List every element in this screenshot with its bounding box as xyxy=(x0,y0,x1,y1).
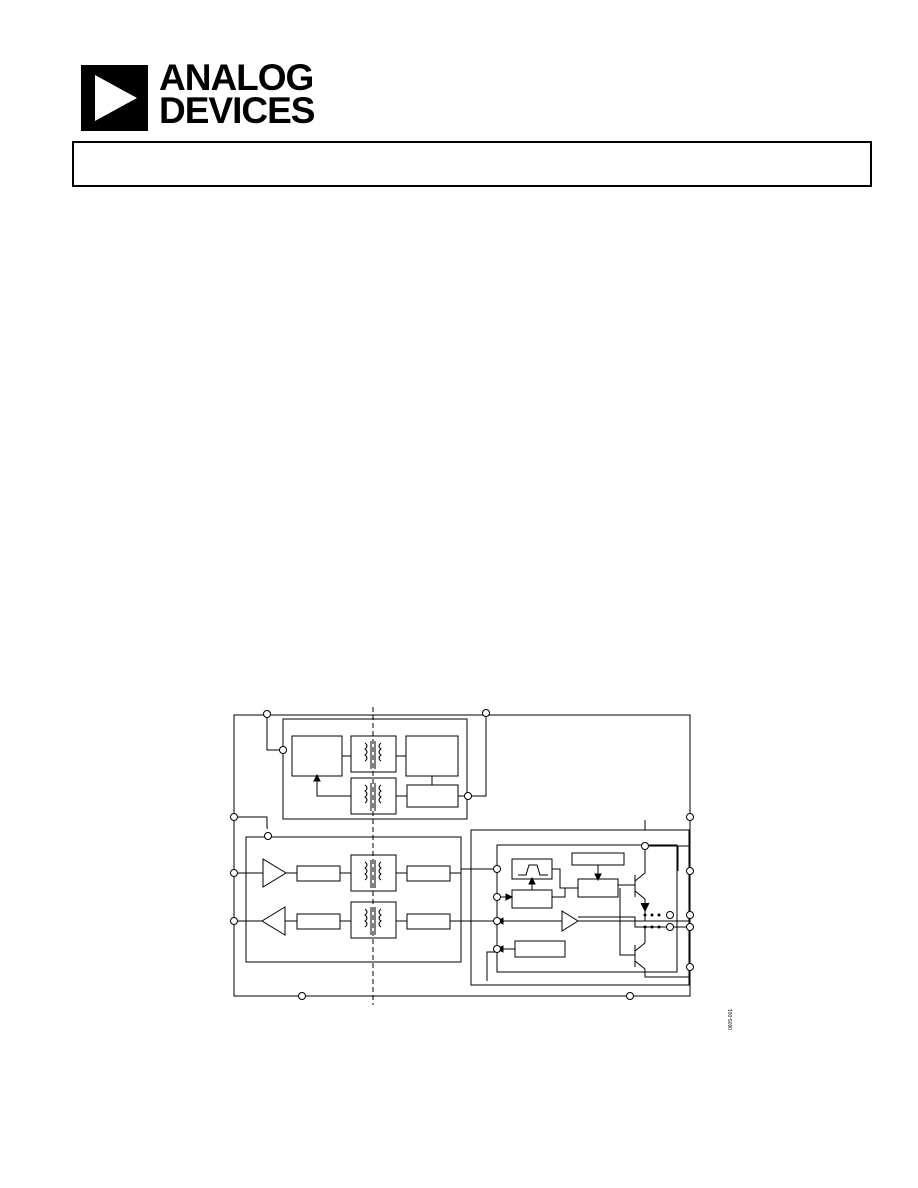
failsafe-block xyxy=(515,941,565,957)
oscillator-block xyxy=(292,736,342,776)
decoder-block xyxy=(297,914,340,929)
driver-control-block xyxy=(578,879,618,897)
decoder-block-2 xyxy=(407,866,450,881)
figure-code: 0605-001 xyxy=(728,1009,734,1030)
logo-line-1: ANALOG xyxy=(159,57,314,98)
power-section-box xyxy=(283,719,467,819)
driver-transistor-2-icon xyxy=(635,943,645,969)
power-transformer-coil-icon xyxy=(365,741,381,769)
receiver-comparator-icon xyxy=(562,911,578,931)
input-buffer-icon xyxy=(263,859,286,887)
logo-line-2: DEVICES xyxy=(159,90,315,131)
transceiver-box xyxy=(471,830,689,985)
output-buffer-icon xyxy=(262,907,285,935)
encoder-block xyxy=(297,866,340,881)
functional-block-diagram: 0605-001 xyxy=(225,705,745,1035)
analog-devices-logo: ANALOG DEVICES xyxy=(81,59,321,131)
title-box xyxy=(72,141,872,187)
pin-circles xyxy=(230,709,694,1000)
logic-block xyxy=(512,890,552,908)
regulator-block xyxy=(407,785,458,807)
pulse-icon xyxy=(518,865,548,875)
data-transformer-2-box xyxy=(351,902,396,938)
thermal-shutdown-block xyxy=(572,853,624,865)
logo-wordmark: ANALOG DEVICES xyxy=(159,57,315,131)
isolation-channel-box xyxy=(246,837,461,962)
encoder-block-2 xyxy=(407,914,450,929)
logo-triangle-icon xyxy=(81,65,148,131)
data-transformer-1-coil-icon xyxy=(365,860,381,888)
feedback-arrow xyxy=(317,778,351,796)
pulse-filter-block xyxy=(512,859,552,879)
driver-transistor-1-icon xyxy=(635,873,645,899)
outer-frame xyxy=(234,715,690,996)
transceiver-inner-box xyxy=(497,845,677,972)
data-transformer-2-coil-icon xyxy=(365,907,381,935)
power-transformer-box xyxy=(351,736,396,772)
feedback-transformer-coil-icon xyxy=(365,783,381,811)
rectifier-block xyxy=(406,736,458,776)
